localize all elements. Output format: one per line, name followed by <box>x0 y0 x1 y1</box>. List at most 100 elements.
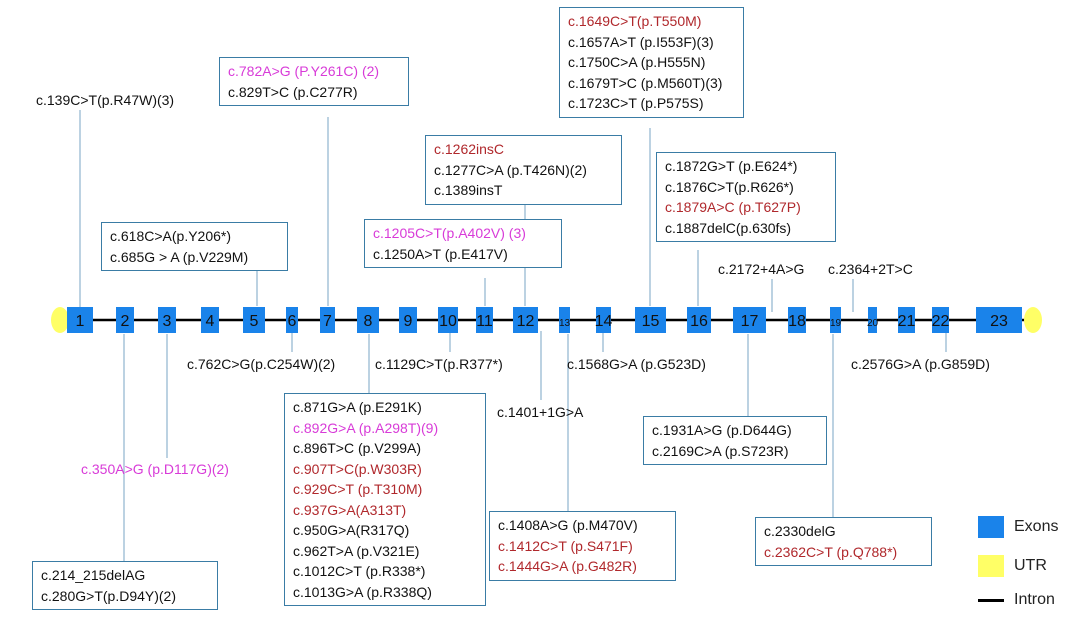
exon-17 <box>733 307 766 333</box>
mutation-entry: c.907T>C(p.W303R) <box>293 460 422 477</box>
mutation-box-c2330: c.2330delG c.2362C>T (p.Q788*) <box>755 517 932 566</box>
label-c2576: c.2576G>A (p.G859D) <box>851 356 990 372</box>
mutation-box-c1205: c.1205C>T(p.A402V) (3) c.1250A>T (p.E417V… <box>364 219 562 268</box>
exon-2 <box>116 307 134 333</box>
exon-7 <box>320 307 335 333</box>
mutation-entry: c.1444G>A (p.G482R) <box>498 558 637 574</box>
exon-9 <box>399 307 417 333</box>
mutation-box-c782: c.782A>G (P.Y261C) (2)c.829T>C (p.C277R) <box>219 57 409 106</box>
exon-label-17: 17 <box>741 313 759 330</box>
exon-15 <box>635 307 666 333</box>
exon-label-12: 12 <box>517 313 535 330</box>
mutation-box-c1408: c.1408A>G (p.M470V) c.1412C>T (p.S471F) c.… <box>489 511 676 581</box>
mutation-entry: c.2169C>A (p.S723R) <box>652 442 789 459</box>
label-c1401: c.1401+1G>A <box>497 404 584 420</box>
legend-exons: Exons <box>978 516 1058 538</box>
mutation-entry: c.829T>C (p.C277R) <box>228 83 358 100</box>
exon-21 <box>898 307 915 333</box>
label-c350: c.350A>G (p.D117G)(2) <box>81 461 229 477</box>
label-c762: c.762C>G(p.C254W)(2) <box>187 356 336 372</box>
exon-label-9: 9 <box>404 313 413 330</box>
exon-label-6: 6 <box>288 313 297 330</box>
mutation-entry: c.1872G>T (p.E624*) <box>665 158 798 174</box>
exon-6 <box>286 307 298 333</box>
exon-3 <box>158 307 176 333</box>
mutation-entry: c.1012C>T (p.R338*) <box>293 563 426 579</box>
exon-label-13: 13 <box>559 318 571 329</box>
exon-14 <box>596 307 611 333</box>
exon-10 <box>438 307 458 333</box>
exon-label-14: 14 <box>595 313 613 330</box>
exon-19 <box>830 307 841 333</box>
label-c2172: c.2172+4A>G <box>718 261 805 277</box>
exon-label-3: 3 <box>163 313 172 330</box>
intron-line-icon <box>978 598 1004 602</box>
exon-label-20: 20 <box>867 318 879 329</box>
exon-20 <box>868 307 877 333</box>
exon-1 <box>67 307 93 333</box>
utr-5-prime <box>51 307 69 333</box>
label-c1568: c.1568G>A (p.G523D) <box>567 356 706 372</box>
exon-label-10: 10 <box>439 313 457 330</box>
mutation-entry: c.871G>A (p.E291K) <box>293 399 422 415</box>
exon-label-8: 8 <box>364 313 373 330</box>
legend-intron: Intron <box>978 591 1055 609</box>
mutation-entry: c.1262insC <box>434 141 505 157</box>
mutation-entry: c.1205C>T(p.A402V) (3) <box>373 225 526 241</box>
legend-utr: UTR <box>978 555 1047 577</box>
exon-5 <box>243 307 265 333</box>
mutation-box-c1649: c.1649C>T(p.T550M)c.1657A>T (p.I553F)(3)… <box>559 7 744 118</box>
legend-exons-label: Exons <box>1014 518 1059 535</box>
exon-label-23: 23 <box>990 313 1008 330</box>
mutation-entry: c.1887delC(p.630fs) <box>665 219 792 236</box>
exon-label-15: 15 <box>642 313 660 330</box>
mutation-box-c618: c.618C>A(p.Y206*) c.685G > A (p.V229M) <box>101 222 288 271</box>
mutation-entry: c.1879A>C (p.T627P) <box>665 199 801 215</box>
exon-swatch-icon <box>978 516 1004 538</box>
mutation-entry: c.1250A>T (p.E417V) <box>373 245 508 262</box>
mutation-entry: c.685G > A (p.V229M) <box>110 248 249 265</box>
exon-label-21: 21 <box>898 313 916 330</box>
exon-13 <box>559 307 570 333</box>
exon-23 <box>976 307 1022 333</box>
exon-label-4: 4 <box>206 313 215 330</box>
mutation-entry: c.1723C>T (p.P575S) <box>568 95 704 111</box>
mutation-entry: c.214_215delAG <box>41 567 146 583</box>
exon-label-2: 2 <box>121 313 130 330</box>
mutation-entry: c.618C>A(p.Y206*) <box>110 228 232 244</box>
utr-3-prime <box>1024 307 1042 333</box>
label-c1129: c.1129C>T(p.R377*) <box>375 356 503 372</box>
exon-18 <box>788 307 806 333</box>
mutation-entry: c.1750C>A (p.H555N) <box>568 54 706 70</box>
legend-intron-label: Intron <box>1014 591 1055 608</box>
exon-label-1: 1 <box>76 313 85 330</box>
exon-4 <box>201 307 219 333</box>
label-c2364: c.2364+2T>C <box>828 261 913 277</box>
exon-12 <box>513 307 538 333</box>
mutation-entry: c.1412C>T (p.S471F) <box>498 537 633 554</box>
exon-label-11: 11 <box>476 313 493 330</box>
exon-label-7: 7 <box>323 313 332 330</box>
exon-16 <box>687 307 711 333</box>
mutation-entry: c.2362C>T (p.Q788*) <box>764 543 898 560</box>
mutation-box-c214: c.214_215delAG c.280G>T(p.D94Y)(2) <box>32 561 218 610</box>
mutation-box-c871: c.871G>A (p.E291K) c.892G>A (p.A298T)(9) c… <box>284 393 486 606</box>
exon-label-5: 5 <box>250 313 259 330</box>
mutation-entry: c.2330delG <box>764 523 836 539</box>
mutation-entry: c.1657A>T (p.I553F)(3) <box>568 33 714 50</box>
mutation-entry: c.1931A>G (p.D644G) <box>652 422 792 438</box>
mutation-entry: c.1408A>G (p.M470V) <box>498 517 638 533</box>
mutation-entry: c.1876C>T(p.R626*) <box>665 178 794 195</box>
exon-label-19: 19 <box>830 318 842 329</box>
exon-11 <box>476 307 493 333</box>
mutation-entry: c.937G>A(A313T) <box>293 501 407 518</box>
mutation-entry: c.892G>A (p.A298T)(9) <box>293 419 439 436</box>
exon-label-16: 16 <box>690 313 708 330</box>
label-c139: c.139C>T(p.R47W)(3) <box>36 92 175 108</box>
mutation-entry: c.929C>T (p.T310M) <box>293 481 423 497</box>
exon-8 <box>357 307 379 333</box>
mutation-entry: c.280G>T(p.D94Y)(2) <box>41 587 176 604</box>
